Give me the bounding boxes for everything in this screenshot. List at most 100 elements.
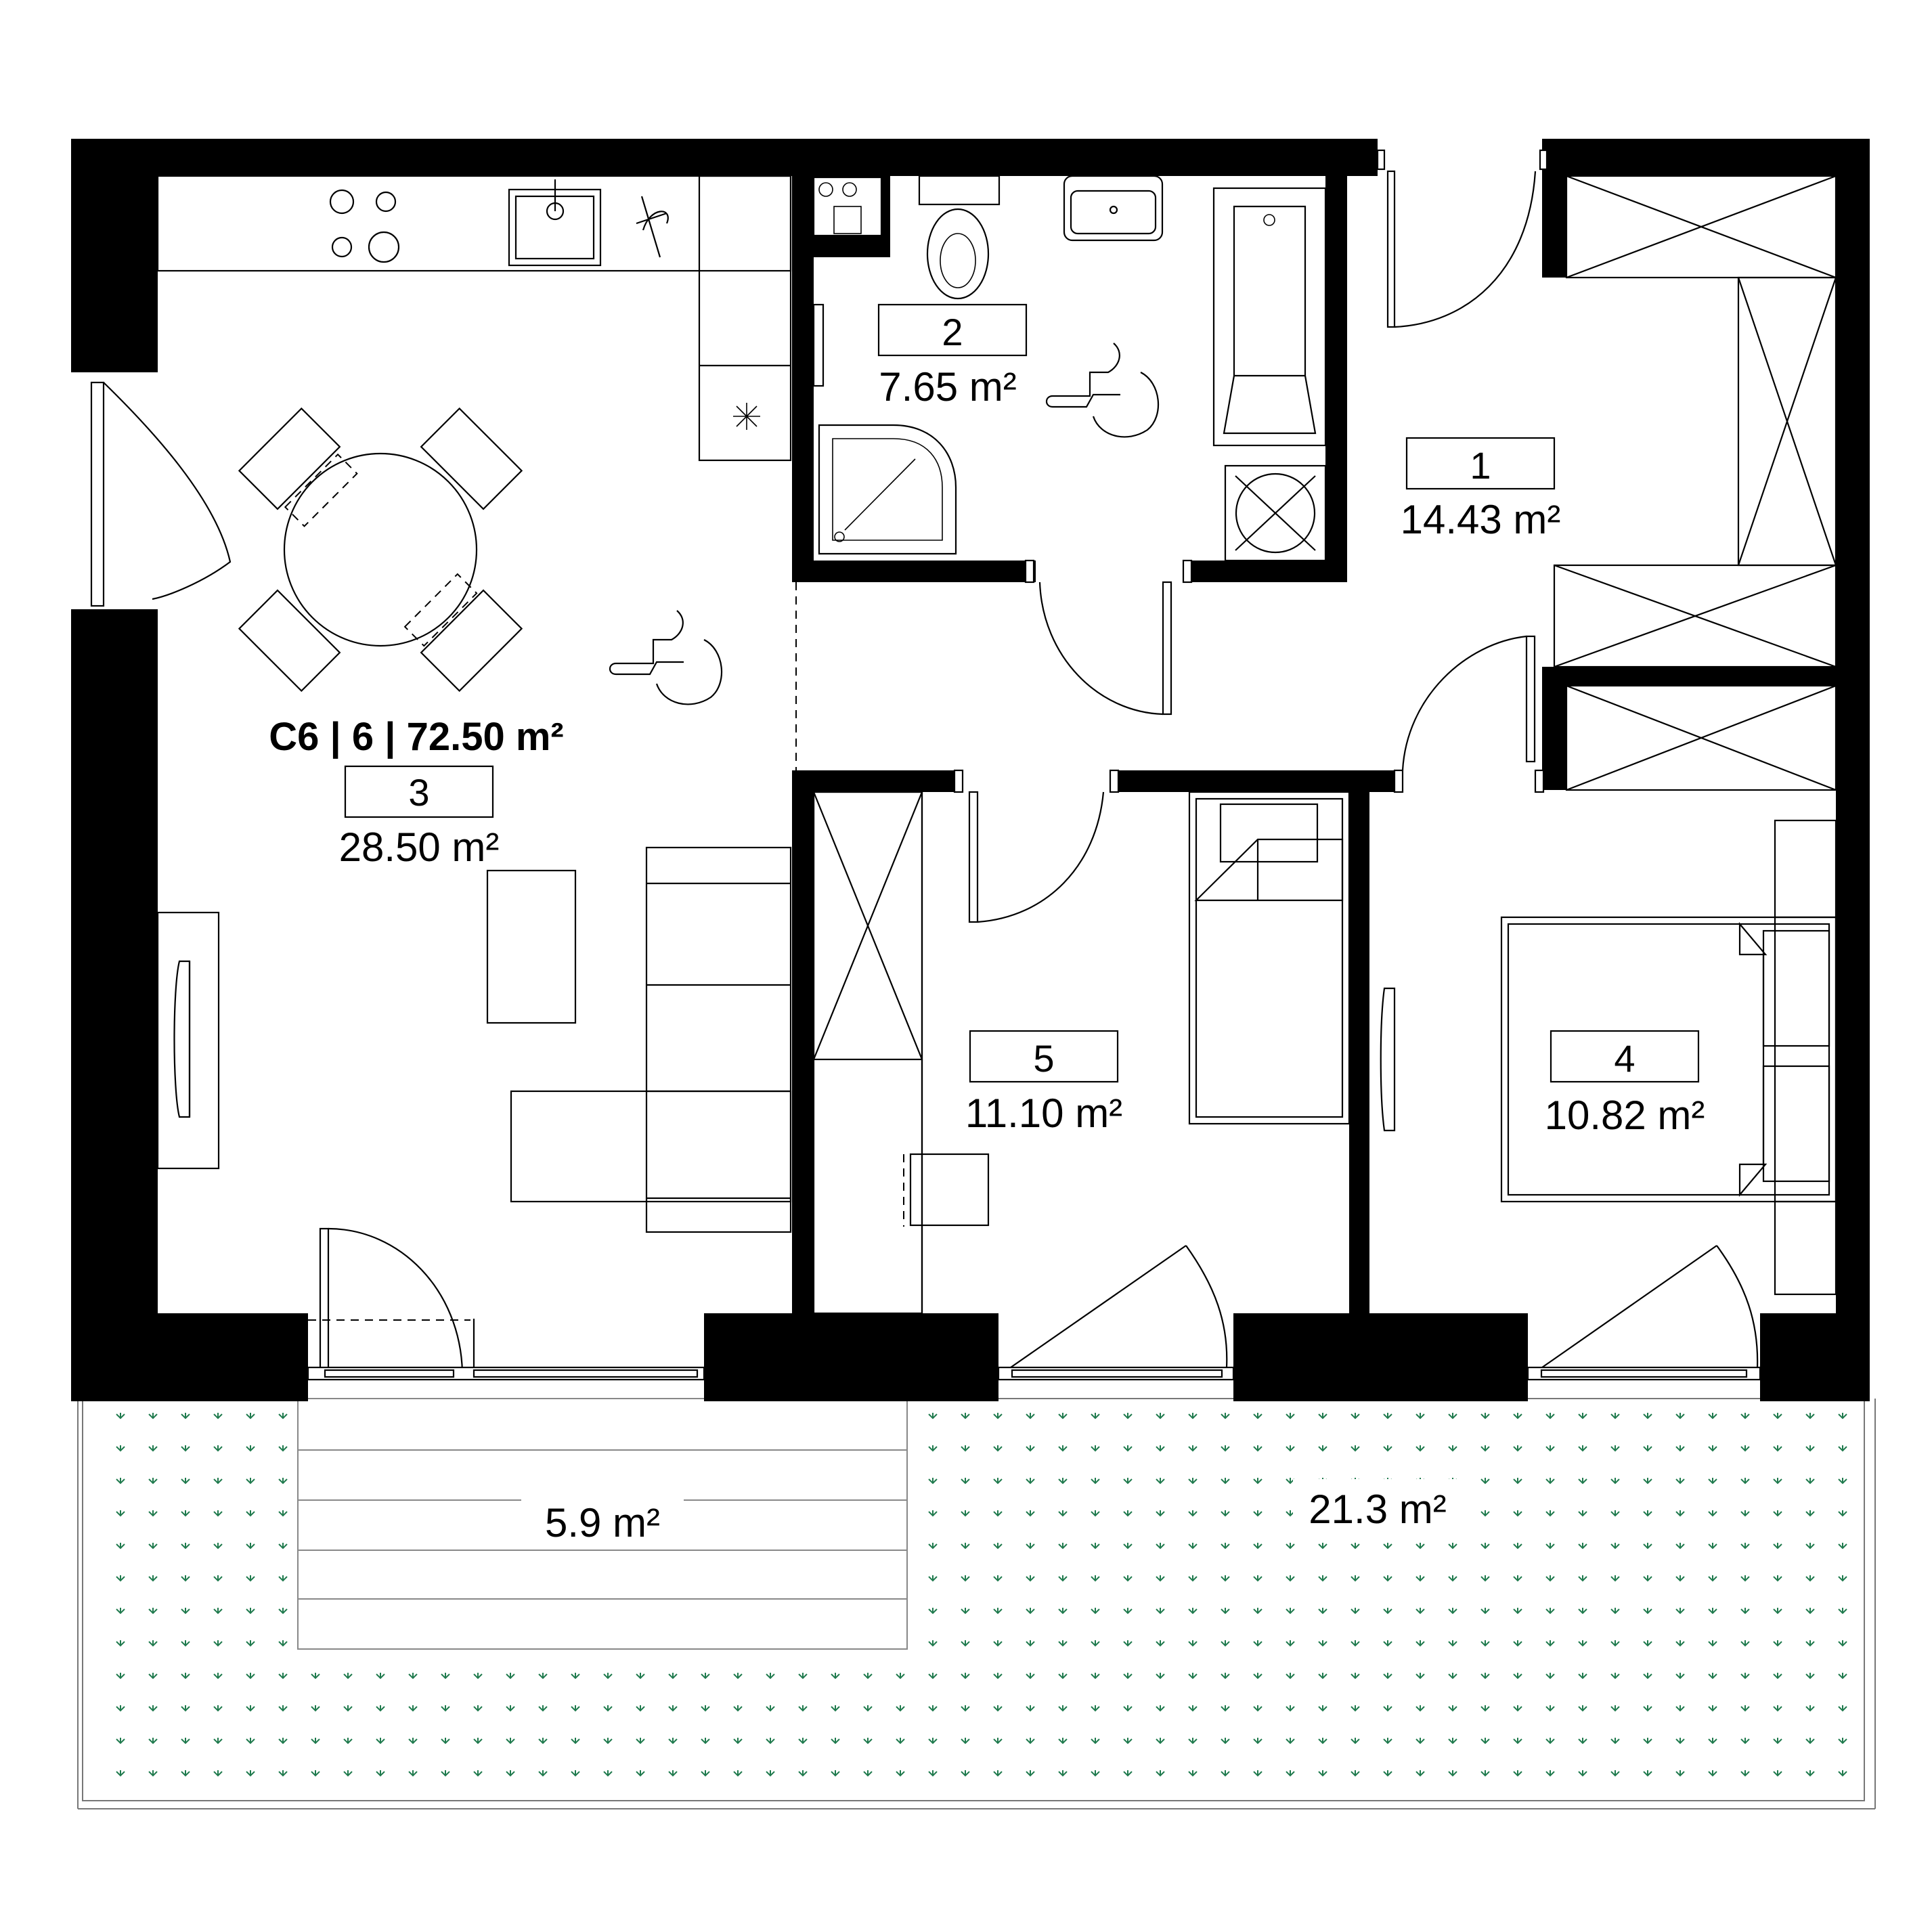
grass-mark <box>1415 1770 1425 1777</box>
grass-mark <box>538 1770 548 1777</box>
grass-mark <box>603 1738 613 1744</box>
room-label-5: 5 11.10 m² <box>965 1030 1122 1136</box>
grass-mark <box>1643 1640 1652 1647</box>
grass-mark <box>701 1770 710 1777</box>
door-icon[interactable] <box>308 1227 470 1374</box>
grass-mark <box>1058 1608 1068 1615</box>
grass-mark <box>961 1770 970 1777</box>
grass-mark <box>798 1738 808 1744</box>
grass-mark <box>1448 1705 1457 1712</box>
grass-mark <box>1156 1770 1165 1777</box>
grass-mark <box>1773 1445 1782 1452</box>
grass-mark <box>181 1673 190 1679</box>
walls <box>71 139 1870 1401</box>
room-area: 10.82 m² <box>1545 1093 1705 1138</box>
grass-mark <box>1026 1770 1035 1777</box>
door-icon[interactable] <box>1401 635 1536 771</box>
grass-mark <box>116 1543 125 1550</box>
toilet-icon <box>918 175 1001 300</box>
grass-mark <box>1448 1640 1457 1647</box>
grass-mark <box>668 1673 678 1679</box>
grass-mark <box>1188 1445 1198 1452</box>
grass-mark <box>993 1770 1003 1777</box>
grass-mark <box>1610 1413 1620 1420</box>
grass-mark <box>1708 1543 1717 1550</box>
grass-mark <box>1610 1738 1620 1744</box>
grass-mark <box>1513 1510 1522 1517</box>
grass-mark <box>1058 1705 1068 1712</box>
grass-mark <box>1415 1413 1425 1420</box>
grass-mark <box>1773 1770 1782 1777</box>
grass-mark <box>116 1738 125 1744</box>
grass-mark <box>1740 1413 1750 1420</box>
grass-mark <box>1156 1738 1165 1744</box>
grass-mark <box>863 1770 873 1777</box>
grass-mark <box>1675 1705 1685 1712</box>
grass-mark <box>213 1608 223 1615</box>
grass-mark <box>1318 1608 1327 1615</box>
grass-mark <box>1480 1673 1490 1679</box>
door-icon[interactable] <box>1541 1245 1759 1368</box>
grass-mark <box>1221 1770 1230 1777</box>
grass-mark <box>1545 1608 1555 1615</box>
grass-mark <box>1253 1543 1263 1550</box>
grass-mark <box>1318 1640 1327 1647</box>
grass-mark <box>181 1543 190 1550</box>
grass-mark <box>278 1510 288 1517</box>
grass-mark <box>603 1770 613 1777</box>
window-icon <box>1527 1366 1761 1381</box>
window-icon <box>1380 987 1396 1132</box>
grass-mark <box>148 1510 158 1517</box>
grass-mark <box>928 1543 938 1550</box>
grass-mark <box>1773 1608 1782 1615</box>
grass-mark <box>636 1770 645 1777</box>
grass-mark <box>1838 1705 1847 1712</box>
grass-mark <box>1838 1543 1847 1550</box>
grass-mark <box>928 1510 938 1517</box>
grass-mark <box>408 1738 418 1744</box>
door-icon[interactable] <box>90 381 232 607</box>
door-icon[interactable] <box>1010 1245 1228 1368</box>
grass-mark <box>1578 1705 1587 1712</box>
grass-mark <box>1058 1738 1068 1744</box>
door-icon[interactable] <box>1386 170 1537 328</box>
grass-mark <box>181 1770 190 1777</box>
bathroom-fixtures <box>812 175 1327 562</box>
grass-mark <box>246 1445 255 1452</box>
grass-mark <box>1740 1608 1750 1615</box>
grass-mark <box>1091 1608 1100 1615</box>
grass-mark <box>1058 1478 1068 1485</box>
grass-mark <box>928 1640 938 1647</box>
door-icon[interactable] <box>968 791 1105 923</box>
grass-mark <box>636 1705 645 1712</box>
grass-mark <box>1805 1478 1815 1485</box>
door-icon[interactable] <box>1038 581 1172 716</box>
terrace-label: 5.9 m² <box>521 1493 684 1545</box>
grass-mark <box>1415 1673 1425 1679</box>
grass-mark <box>1480 1543 1490 1550</box>
grass-mark <box>928 1608 938 1615</box>
grass-mark <box>1253 1575 1263 1582</box>
grass-mark <box>1026 1510 1035 1517</box>
grass-mark <box>1026 1575 1035 1582</box>
grass-mark <box>1448 1445 1457 1452</box>
grass-mark <box>246 1738 255 1744</box>
grass-mark <box>246 1608 255 1615</box>
grass-mark <box>1415 1608 1425 1615</box>
grass-mark <box>181 1640 190 1647</box>
grass-mark <box>961 1575 970 1582</box>
grass-mark <box>961 1738 970 1744</box>
grass-mark <box>538 1673 548 1679</box>
grass-mark <box>993 1608 1003 1615</box>
grass-mark <box>1805 1413 1815 1420</box>
grass-mark <box>961 1478 970 1485</box>
grass-mark <box>181 1478 190 1485</box>
grass-mark <box>1773 1413 1782 1420</box>
grass-mark <box>1675 1738 1685 1744</box>
grass-mark <box>343 1770 353 1777</box>
grass-mark <box>1545 1738 1555 1744</box>
grass-mark <box>1188 1770 1198 1777</box>
grass-mark <box>1545 1510 1555 1517</box>
room-label-3: 3 28.50 m² <box>339 765 499 870</box>
grass-mark <box>993 1673 1003 1679</box>
